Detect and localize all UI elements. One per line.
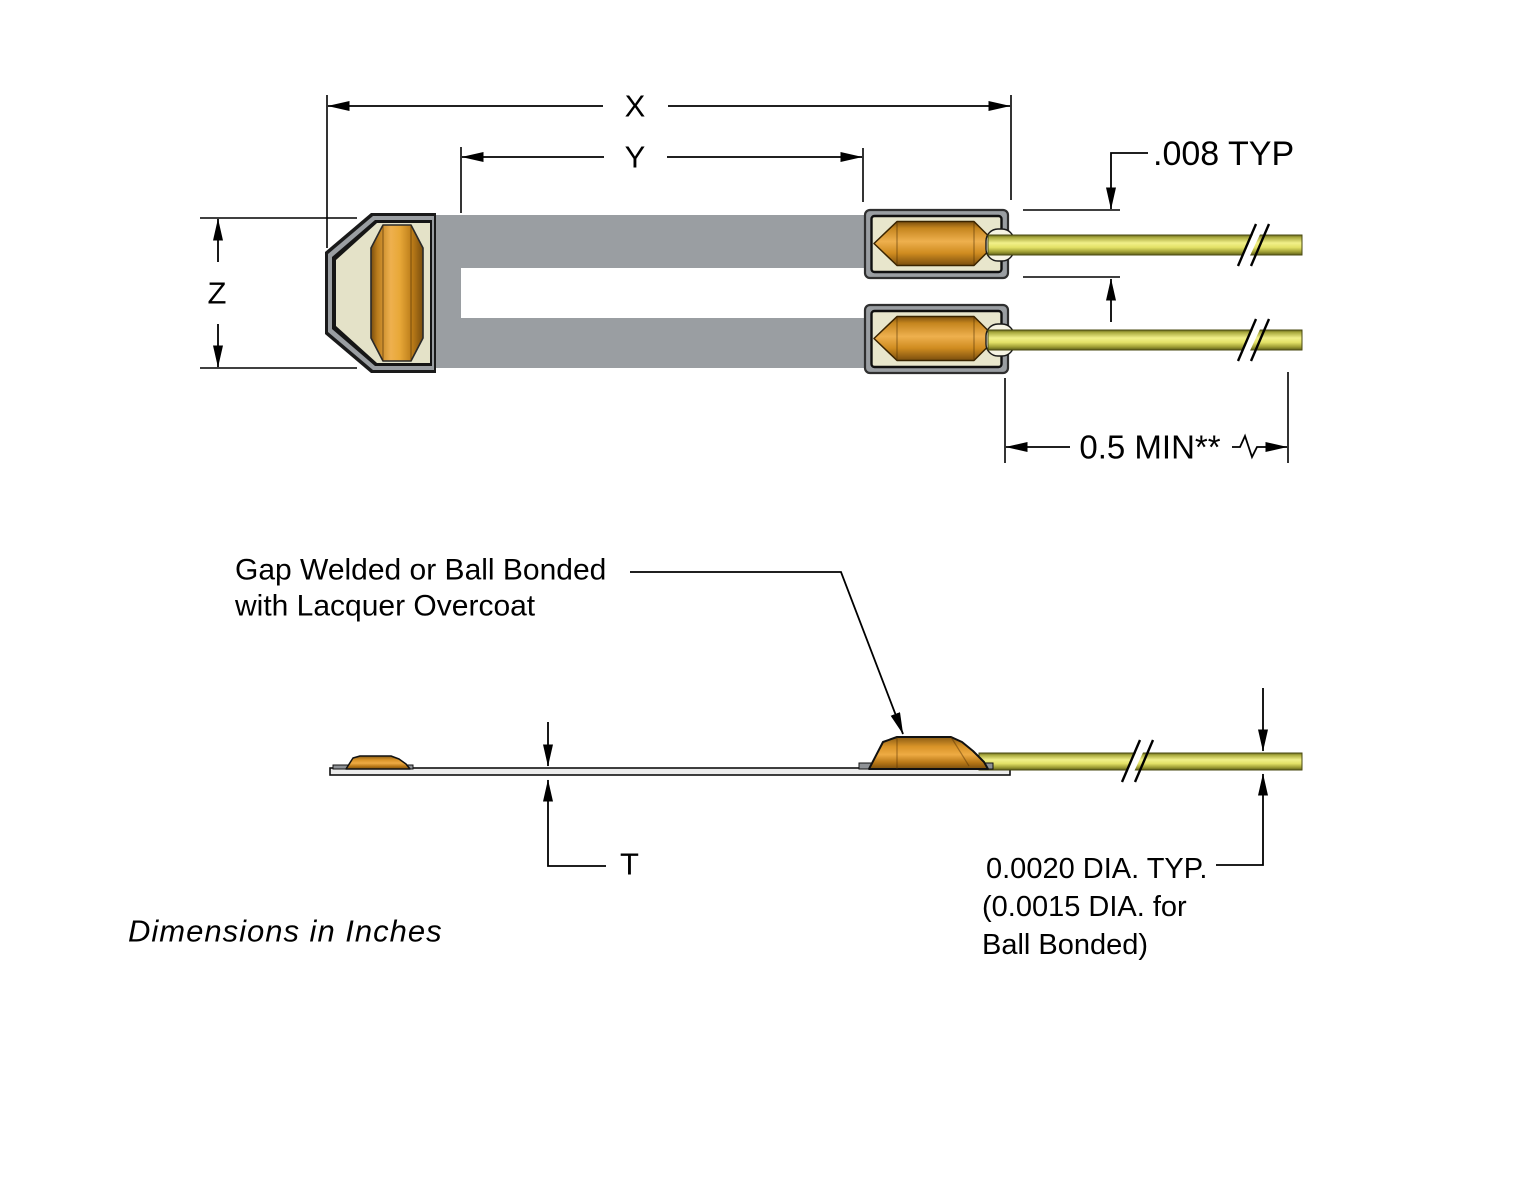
wire-dia-line2: (0.0015 DIA. for <box>982 891 1187 923</box>
break-gap <box>1124 744 1147 778</box>
leader-weld-note <box>630 571 904 735</box>
dimensions: X Y Z .008 TYP 0.5 MIN** T Gap Welded or… <box>128 89 1294 962</box>
dimension-line-lead-right <box>1232 433 1288 460</box>
weld-note-line1: Gap Welded or Ball Bonded <box>235 554 606 587</box>
break-slash <box>1249 223 1271 267</box>
lead-wire-top <box>987 234 1303 256</box>
lead-min-label: 0.5 MIN** <box>1079 429 1220 466</box>
break-slash <box>1236 223 1258 267</box>
substrate-fork <box>329 215 1002 368</box>
break-slash <box>1120 739 1142 783</box>
break-gap <box>1240 228 1263 262</box>
break-gap <box>1240 323 1263 357</box>
lead-wire-bottom <box>987 329 1303 351</box>
leader-pad-typ <box>1106 152 1148 210</box>
wire-dia-line1: 0.0020 DIA. TYP. <box>986 853 1207 885</box>
bond-bump-left <box>345 755 411 770</box>
dimension-label-x: X <box>625 89 646 124</box>
wire-break-bottom <box>1236 318 1271 362</box>
break-slash <box>1236 318 1258 362</box>
wire-break-top <box>1236 223 1271 267</box>
dimension-label-y: Y <box>625 140 646 175</box>
bond-bump-facet <box>950 736 970 767</box>
dimension-label-z: Z <box>208 276 227 311</box>
dimension-line-t-lower <box>543 779 606 867</box>
bond-bump-right <box>868 736 989 770</box>
leader-wire-dia <box>1216 773 1268 866</box>
units-note: Dimensions in Inches <box>128 914 443 949</box>
wire-break-side <box>1120 739 1155 783</box>
break-slash <box>1133 739 1155 783</box>
weld-bond-bottom <box>873 315 997 362</box>
break-slash <box>1249 318 1271 362</box>
dimension-label-t: T <box>620 847 639 882</box>
weld-note-line2: with Lacquer Overcoat <box>234 590 536 623</box>
sensor-element <box>370 224 424 362</box>
weld-bond-top <box>873 220 997 267</box>
side-view <box>329 736 1303 783</box>
pad-typ-label: .008 TYP <box>1153 135 1294 173</box>
top-view <box>325 208 1303 375</box>
wire-dia-line3: Ball Bonded) <box>982 929 1148 961</box>
substrate-edge-view <box>329 767 1011 776</box>
